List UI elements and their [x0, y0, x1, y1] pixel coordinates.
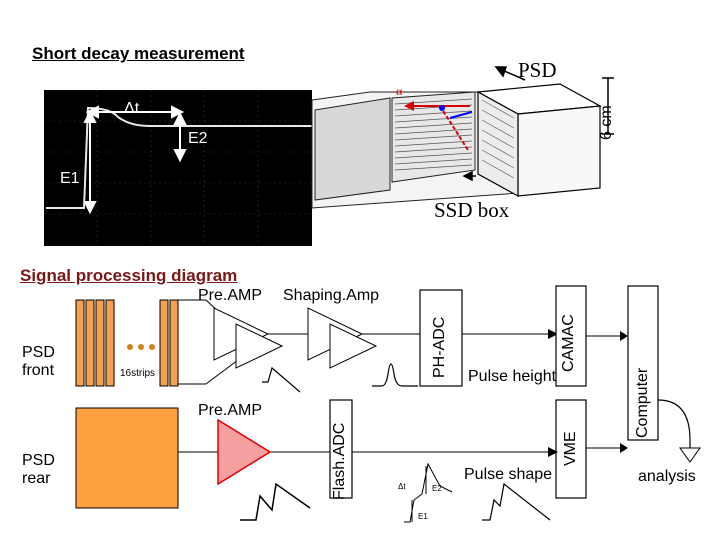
flash-adc-box	[329, 399, 353, 499]
rear-pulse	[240, 482, 311, 521]
vme-arrowhead	[620, 443, 628, 453]
strips-label: 16strips	[120, 368, 156, 379]
pulse-height-label: Pulse height	[468, 368, 557, 385]
psd-rear-label: PSD rear	[22, 452, 55, 487]
psd-cube	[476, 83, 602, 198]
e2-arrow	[173, 111, 187, 163]
detector-strips	[394, 98, 473, 171]
rear-arrowhead	[548, 447, 558, 457]
psd-front-strips	[75, 299, 179, 387]
alpha-path	[404, 101, 473, 151]
vme-label: VME	[562, 431, 579, 466]
shaping-amp-triangles	[307, 307, 378, 369]
psd-front-label: PSD front	[22, 344, 55, 379]
computer-label: Computer	[634, 367, 651, 438]
pulse-shape-label: Pulse shape	[464, 466, 553, 483]
delta-t-arrow	[85, 105, 185, 119]
ssd-box-label: SSD box	[434, 198, 510, 222]
camac-label: CAMAC	[560, 314, 577, 372]
psd-label: PSD	[518, 58, 557, 82]
mini-e2-label: E2	[432, 484, 442, 493]
preamp-top-label: Pre.AMP	[198, 287, 263, 304]
ph-adc-box	[419, 289, 463, 387]
computer-box	[627, 285, 659, 441]
flash-adc-label: Flash.ADC	[331, 422, 348, 500]
pulse-shape-waveform	[482, 482, 551, 521]
psd-cube-strips	[481, 99, 515, 179]
chain-arrowhead	[548, 329, 558, 339]
ssd-pointer	[462, 170, 476, 182]
psd-rear-block	[75, 407, 179, 509]
preamp-bottom-label: Pre.AMP	[198, 402, 263, 419]
strip-ellipsis	[127, 344, 155, 350]
analysis-label: analysis	[638, 468, 696, 485]
preamp-pulse	[262, 366, 301, 393]
shaped-pulse	[372, 363, 418, 387]
signal-section-title: Signal processing diagram	[20, 266, 238, 285]
delta-t-label: Δt	[124, 100, 140, 117]
mini-dt-label: Δt	[398, 482, 406, 491]
e1-arrow	[83, 109, 97, 215]
e1-label: E1	[60, 170, 80, 187]
analysis-arrow-body	[657, 399, 691, 450]
slide-title: Short decay measurement	[32, 44, 245, 63]
camac-arrowhead	[620, 331, 628, 341]
six-cm-bracket	[602, 77, 614, 135]
decay-trace	[46, 106, 312, 209]
alpha-label: α	[396, 84, 403, 98]
analysis-arrowhead	[679, 447, 701, 463]
e2-label: E2	[188, 130, 208, 147]
psd-pointer	[494, 66, 526, 81]
vme-box	[555, 399, 587, 499]
to-computer-lines	[586, 335, 620, 449]
shaping-amp-label: Shaping.Amp	[283, 287, 380, 304]
mini-e1-label: E1	[418, 512, 428, 521]
mini-pulse-sketch	[404, 462, 453, 523]
ph-adc-label: PH-ADC	[431, 316, 448, 378]
preamp-triangles	[213, 307, 284, 369]
flash-preamp-triangle	[217, 418, 272, 486]
